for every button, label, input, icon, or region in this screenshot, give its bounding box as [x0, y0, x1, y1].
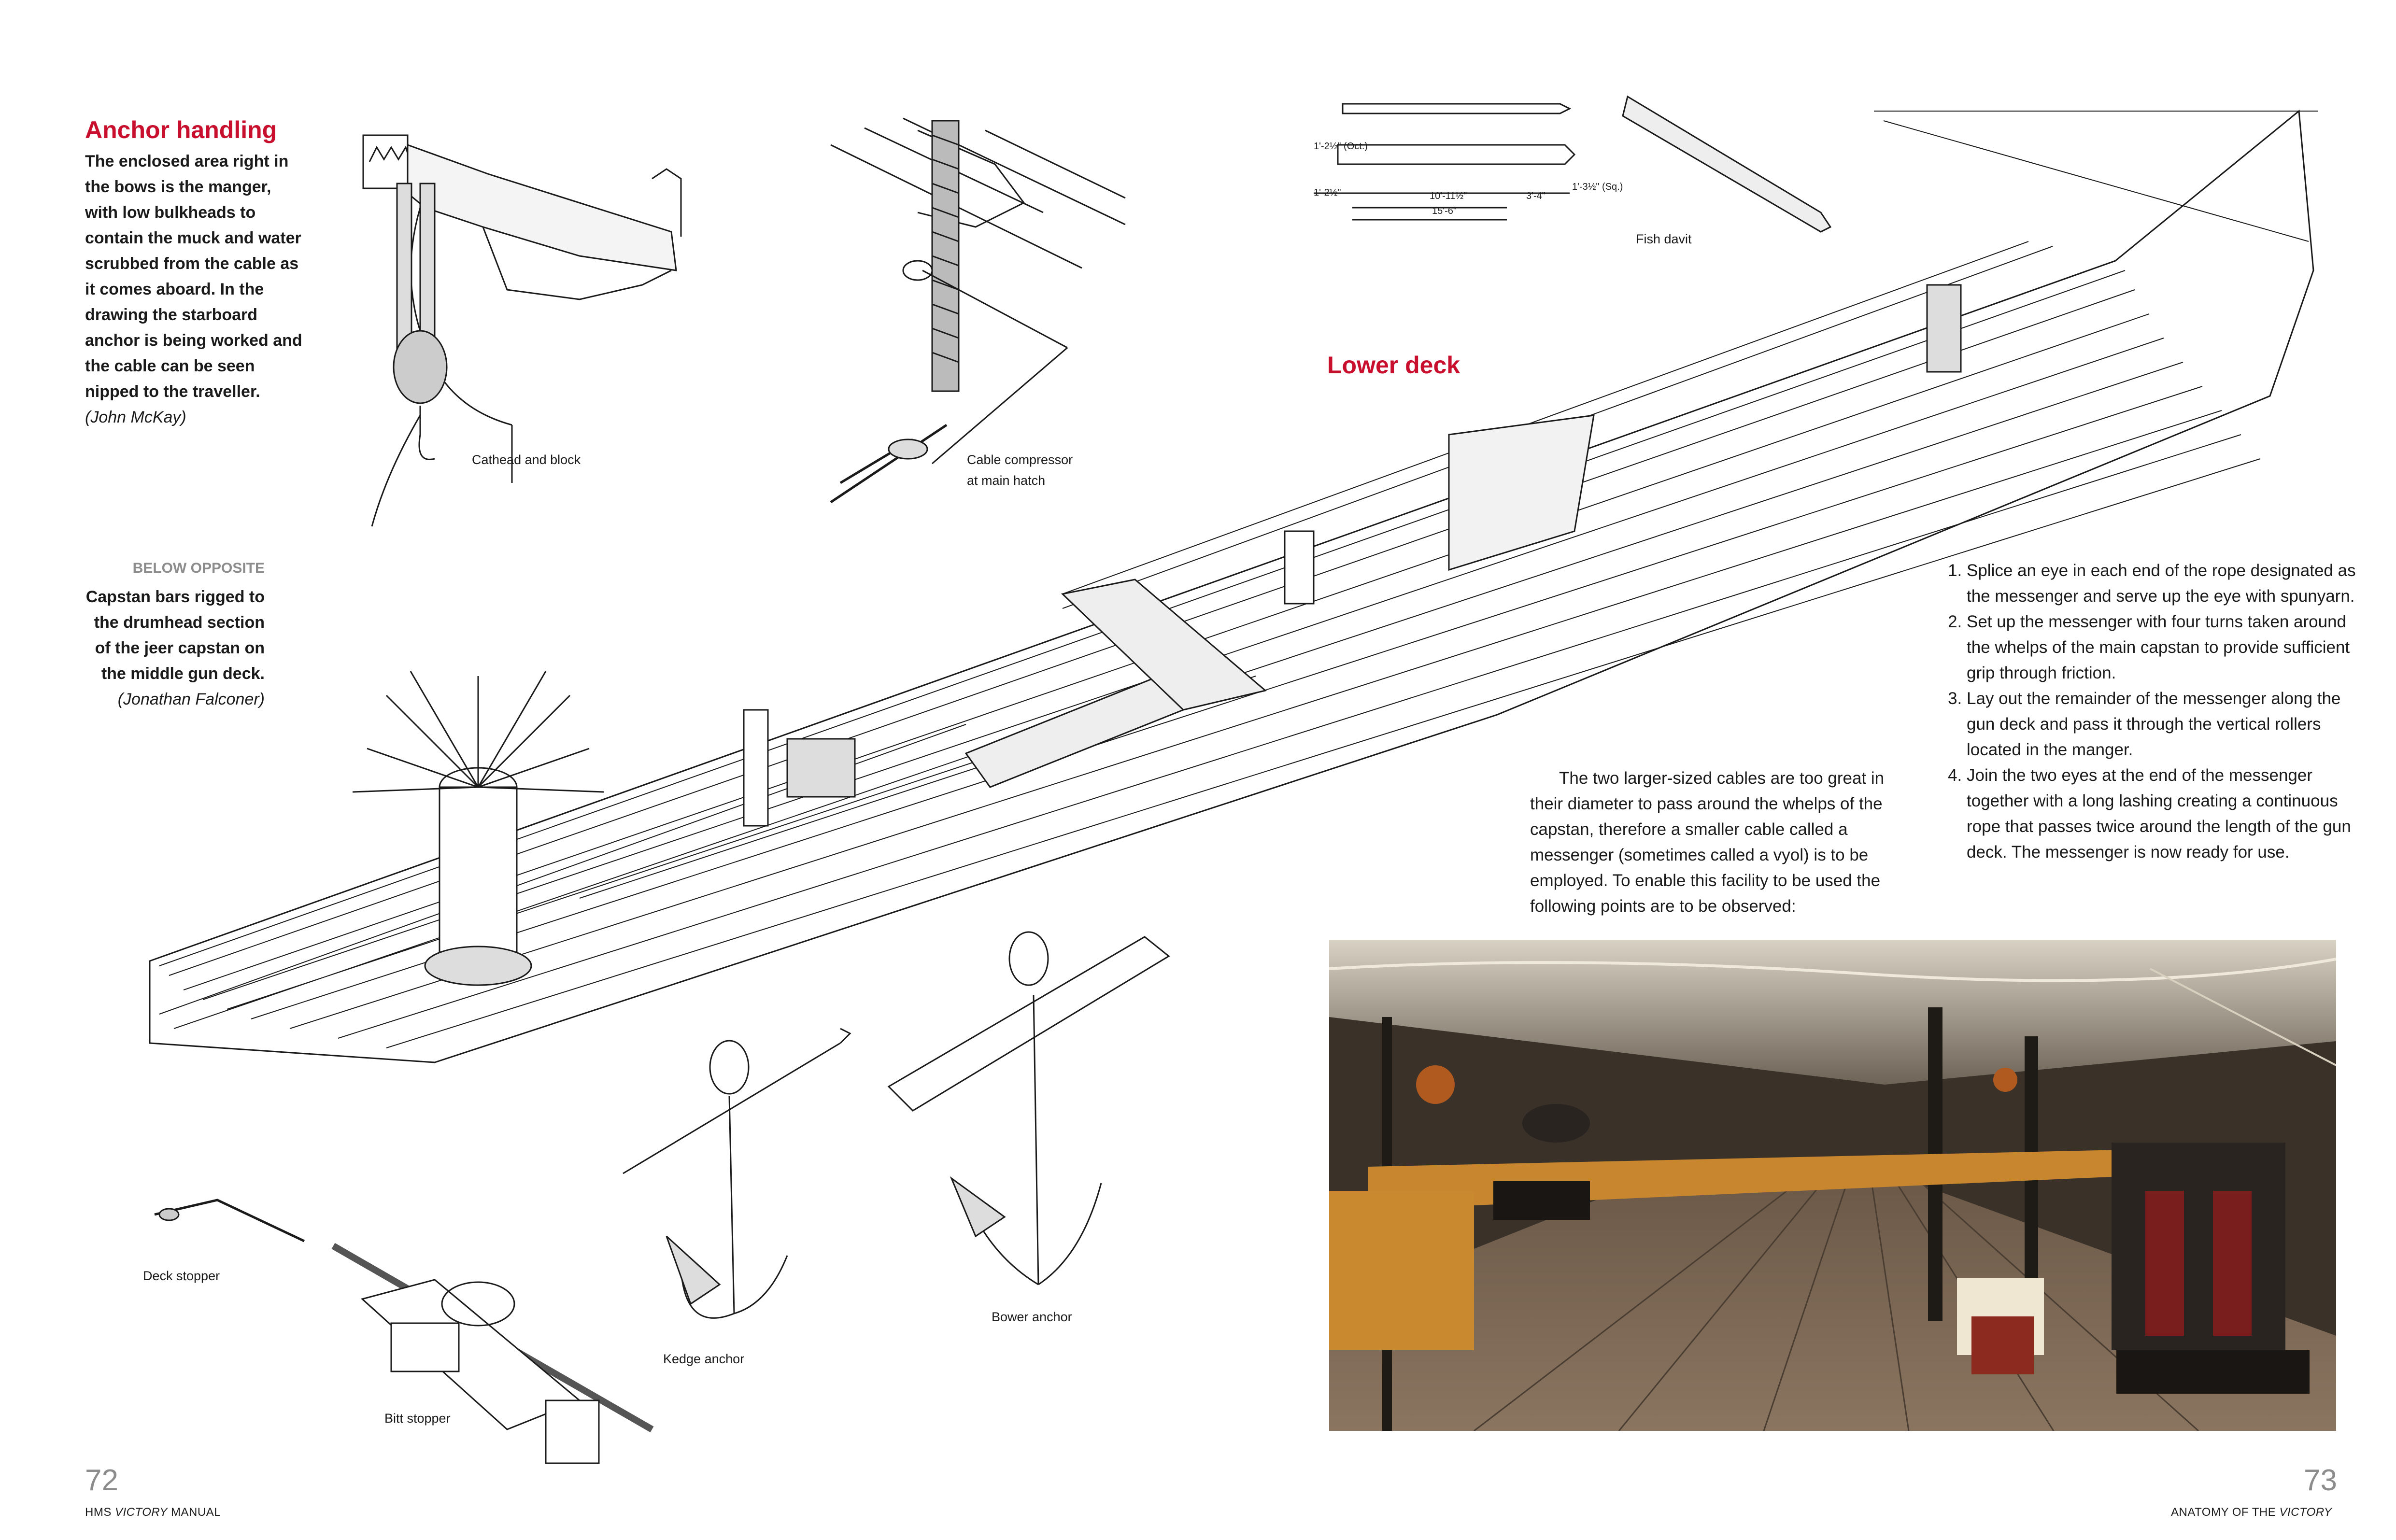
dimension-6: 1'-3½" (Sq.): [1572, 182, 1623, 192]
running-head-left-a: HMS: [85, 1506, 115, 1519]
photo-caption-kicker: BELOW OPPOSITE: [132, 560, 265, 576]
photo-caption-text: Capstan bars rigged to the drumhead sect…: [85, 588, 265, 683]
anchor-handling-heading: Anchor handling: [85, 116, 277, 143]
intro-caption-credit: (John McKay): [85, 408, 186, 426]
intro-caption-text: The enclosed area right in the bows is t…: [85, 152, 302, 401]
body-paragraph: The two larger-sized cables are too grea…: [1530, 769, 1885, 916]
label-cable-compressor-1: Cable compressor: [967, 452, 1073, 467]
dimension-1: 1'-2½" (Oct.): [1314, 141, 1368, 152]
gun-deck-photo: [1329, 940, 2336, 1431]
label-cathead: Cathead and block: [472, 452, 581, 467]
step-item: Join the two eyes at the end of the mess…: [1967, 763, 2363, 865]
lower-deck-heading: Lower deck: [1327, 352, 1460, 379]
fish-davit-drawing: [1314, 95, 1832, 233]
lower-deck-drawing: [149, 110, 2318, 1063]
bower-anchor-drawing: [887, 931, 1170, 1286]
bitt-stopper-drawing: [331, 1243, 654, 1464]
label-bitt-stopper: Bitt stopper: [384, 1411, 451, 1426]
label-bower-anchor: Bower anchor: [992, 1310, 1072, 1324]
running-head-right-a: ANATOMY OF THE: [2171, 1506, 2280, 1519]
running-head-right: ANATOMY OF THE VICTORY: [2171, 1506, 2332, 1519]
cable-compressor-drawing: [830, 117, 1126, 504]
messenger-steps: Splice an eye in each end of the rope de…: [1946, 558, 2363, 865]
step-item: Splice an eye in each end of the rope de…: [1967, 558, 2363, 609]
running-head-right-em: VICTORY: [2279, 1506, 2332, 1519]
deck-stopper-drawing: [154, 1199, 305, 1243]
dimension-3: 10'-11½": [1430, 191, 1467, 201]
dimension-2: 1'-2½": [1314, 187, 1341, 198]
label-kedge-anchor: Kedge anchor: [663, 1352, 745, 1366]
gun-deck-photo-art: [1329, 940, 2336, 1431]
running-head-left: HMS VICTORY MANUAL: [85, 1506, 221, 1519]
photo-caption: Capstan bars rigged to the drumhead sect…: [85, 584, 265, 712]
page-number-left: 72: [85, 1464, 118, 1497]
label-fish-davit: Fish davit: [1636, 232, 1692, 246]
kedge-anchor-drawing: [623, 1028, 851, 1319]
label-deck-stopper: Deck stopper: [143, 1269, 220, 1283]
running-head-left-b: MANUAL: [167, 1506, 221, 1519]
dimension-5: 15'-6": [1432, 206, 1457, 216]
cathead-drawing: [362, 134, 682, 527]
photo-caption-credit: (Jonathan Falconer): [117, 690, 265, 708]
dimension-4: 3'-4": [1526, 191, 1545, 201]
label-cable-compressor-2: at main hatch: [967, 473, 1046, 488]
step-item: Set up the messenger with four turns tak…: [1967, 609, 2363, 686]
step-item: Lay out the remainder of the messenger a…: [1967, 686, 2363, 763]
running-head-left-em: VICTORY: [115, 1506, 168, 1519]
page-number-right: 73: [2304, 1464, 2337, 1497]
intro-caption: The enclosed area right in the bows is t…: [85, 149, 305, 430]
